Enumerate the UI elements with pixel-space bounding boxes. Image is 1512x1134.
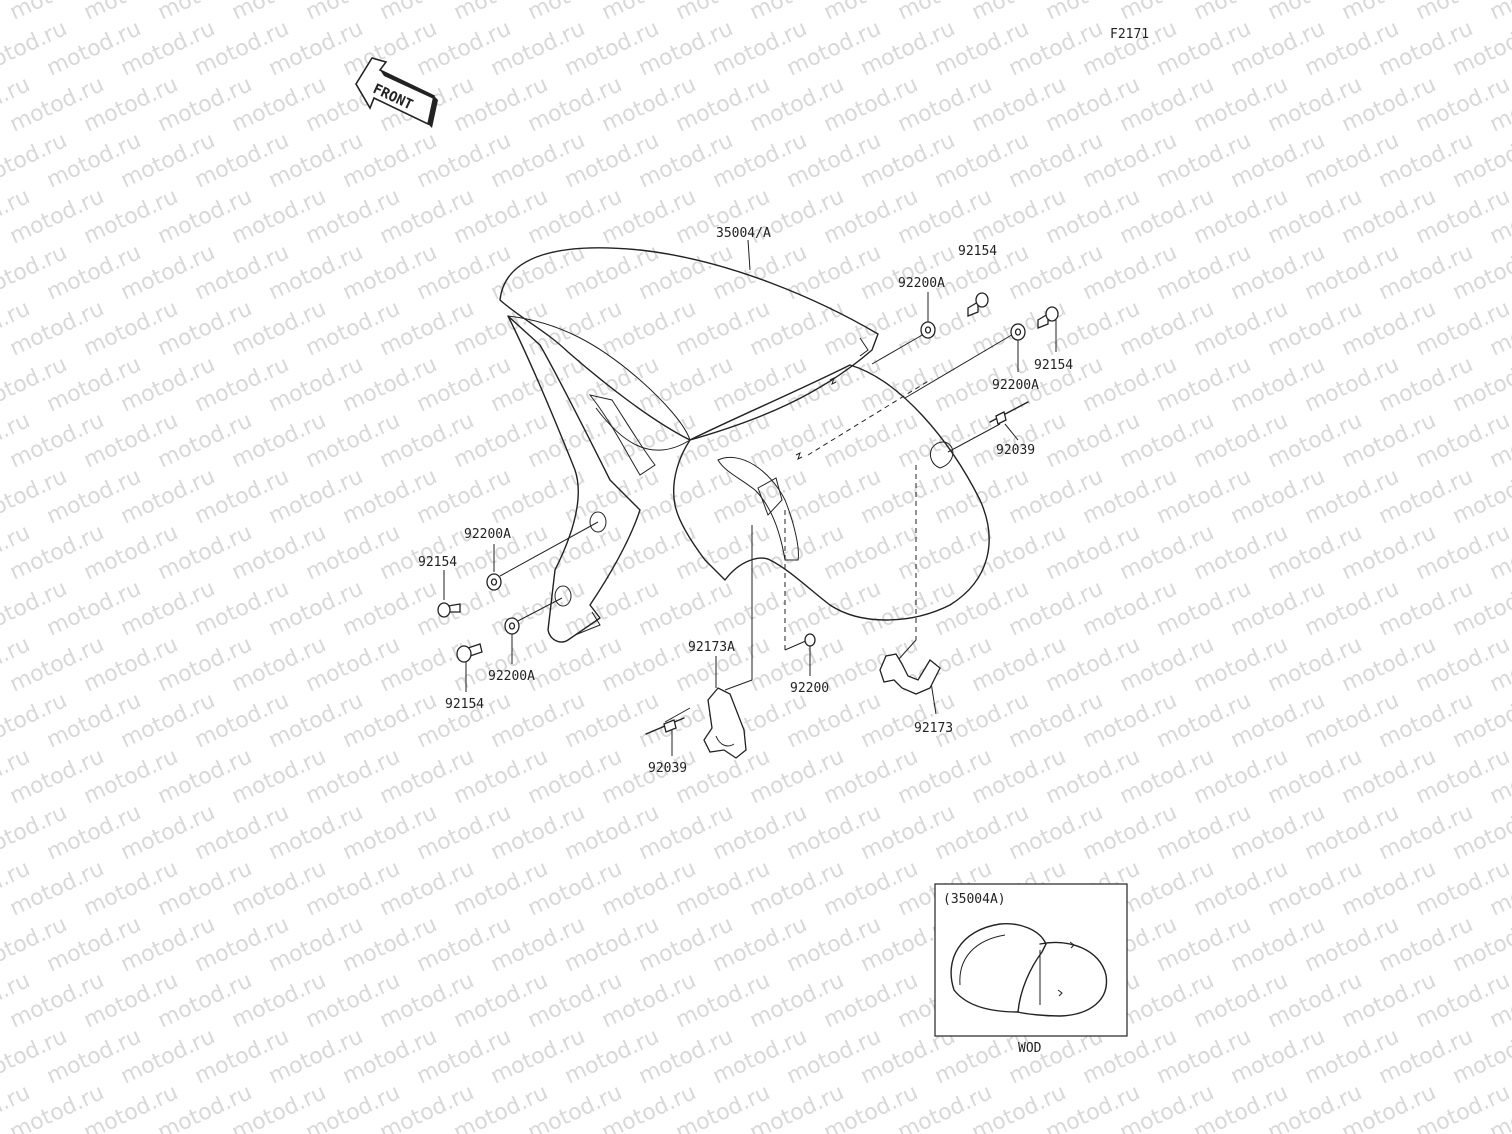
leader-lines — [443, 239, 1057, 756]
washer-center — [804, 633, 816, 647]
label-bolt-left-upper: 92154 — [418, 555, 457, 570]
label-clamp-right: 92173 — [914, 721, 953, 736]
label-washer-right: 92200A — [992, 378, 1039, 393]
label-bracket-left: 92173A — [688, 640, 735, 655]
label-rivet-right: 92039 — [996, 443, 1035, 458]
label-washer-top-left: 92200A — [898, 276, 945, 291]
label-rivet-bottom: 92039 — [648, 761, 687, 776]
figure-code: F2171 — [1110, 27, 1149, 42]
washer-left-upper — [486, 573, 502, 591]
washer-top-left — [920, 321, 936, 339]
clamp-right — [879, 653, 941, 695]
bolt-right — [1037, 306, 1059, 329]
inset-caption: WOD — [1018, 1041, 1042, 1056]
rivet-bottom — [645, 717, 685, 735]
bolt-top — [967, 292, 989, 317]
label-washer-left-lower: 92200A — [488, 669, 535, 684]
bolt-left-upper — [437, 602, 461, 618]
bracket-left — [703, 687, 747, 759]
label-bolt-top: 92154 — [958, 244, 997, 259]
label-fender: 35004/A — [716, 226, 771, 241]
watermark-text: motod.ru — [1486, 0, 1512, 25]
label-bolt-left-lower: 92154 — [445, 697, 484, 712]
front-fender — [499, 247, 990, 643]
rivet-right — [989, 401, 1029, 425]
label-washer-center: 92200 — [790, 681, 829, 696]
bolt-left-lower — [456, 643, 483, 663]
part-labels: 35004/A 92200A 92154 92154 92200A 92039 … — [418, 226, 1073, 776]
washer-right — [1010, 323, 1026, 341]
label-bolt-right: 92154 — [1034, 358, 1073, 373]
variant-inset: (35004A) WOD — [934, 883, 1128, 1056]
washer-left-lower — [504, 617, 520, 635]
label-washer-left-upper: 92200A — [464, 527, 511, 542]
inset-label: (35004A) — [943, 892, 1006, 907]
